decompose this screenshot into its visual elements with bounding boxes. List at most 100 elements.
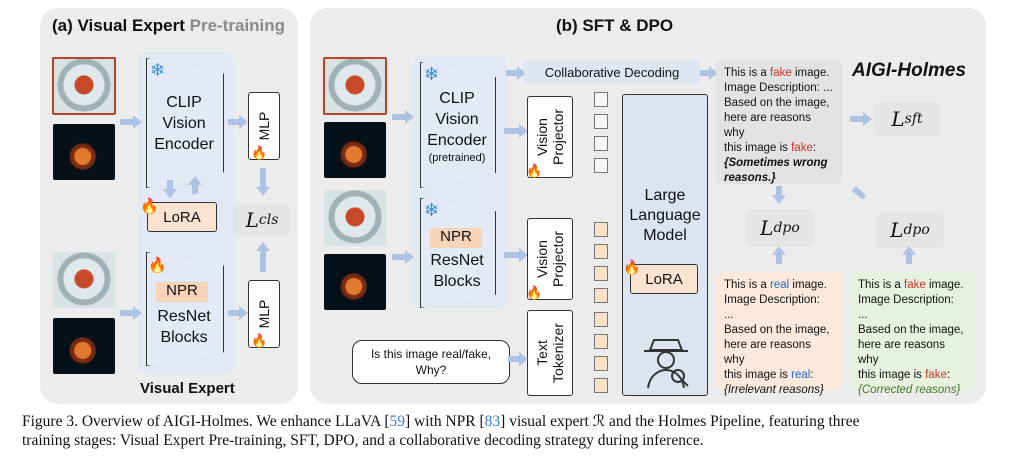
llm-line2: Language <box>629 207 701 224</box>
sft-l5c: : <box>812 142 817 154</box>
fire-icon: 🔥 <box>251 145 268 160</box>
sft-line2: Image Description: ... <box>724 82 833 94</box>
real-l6b: real <box>791 369 811 381</box>
vision-projector-bottom: Vision Projector 🔥 <box>526 218 573 300</box>
sft-l1a: This is a <box>724 67 771 79</box>
clip-b-line1: CLIP <box>439 90 475 107</box>
token-square <box>594 92 608 107</box>
resnet-b-line1: ResNet <box>430 252 484 269</box>
figure-caption: Figure 3. Overview of AIGI-Holmes. We en… <box>22 412 1012 450</box>
token-square <box>594 136 608 151</box>
resnet-b-line2: Blocks <box>433 273 481 290</box>
caption-ref1[interactable]: 59 <box>389 413 406 430</box>
arrow-image-to-npr-b <box>392 254 406 260</box>
arrow-mlp2-to-loss <box>260 250 266 272</box>
arrow-clip-to-projector <box>504 128 520 134</box>
real-response-box: This is a real image. Image Description:… <box>716 272 842 396</box>
loss-dpo-right-main: L <box>890 218 904 242</box>
panel-a-title-suffix: Pre-training <box>189 16 286 35</box>
input-image-fake-a2 <box>53 318 115 374</box>
sft-line3: Based on the image, <box>724 97 830 109</box>
large-language-model <box>622 94 708 396</box>
loss-sft-sub: sft <box>904 111 923 127</box>
real-l6a: this image is <box>724 369 792 381</box>
arrow-mlp-to-loss <box>260 168 266 188</box>
panel-a-title: (a) Visual Expert Pre-training <box>52 16 285 36</box>
resnet-a-line1: ResNet <box>157 308 211 325</box>
fake-line4: Based on the image, <box>858 324 964 336</box>
loss-dpo-left-main: L <box>760 216 774 240</box>
arrow-npr-to-projector <box>504 252 520 258</box>
clip-a-line3: Encoder <box>154 136 214 153</box>
clip-b-line2: Vision <box>435 111 479 128</box>
fake-line1: This is a fake image. <box>858 278 968 293</box>
real-l1a: This is a <box>724 279 771 291</box>
loss-sft-main: L <box>891 107 905 131</box>
detective-icon <box>644 339 689 389</box>
fake-line6: this image is fake: <box>858 368 968 383</box>
loss-cls-sub: cls <box>258 212 279 228</box>
mlp-top-label: MLP <box>256 111 272 141</box>
arrow-clip-to-mlp <box>228 119 240 125</box>
npr-a-label: NPR <box>156 282 208 302</box>
arrow-image-to-clip <box>120 119 134 125</box>
fake-l6c: : <box>946 369 951 381</box>
sft-line1: This is a fake image. <box>724 66 834 81</box>
token-square <box>594 114 608 129</box>
fake-l1a: This is a <box>858 279 905 291</box>
real-line7: {Irrelevant reasons} <box>724 384 824 396</box>
sft-l5b: fake <box>791 142 813 154</box>
projector-top-label: Vision Projector <box>534 108 566 166</box>
clip-vision-encoder-a <box>146 58 224 188</box>
token-square <box>594 288 608 303</box>
real-line2: Image Description: <box>724 294 820 306</box>
arrow-question-to-tokenizer <box>508 356 520 362</box>
sft-l1c: image. <box>791 67 830 79</box>
arrow-collab-to-sft <box>700 70 710 76</box>
real-line4: Based on the image, <box>724 324 830 336</box>
token-square <box>594 158 608 173</box>
panel-a-title-prefix: (a) Visual Expert <box>52 16 190 35</box>
fake-response-box: This is a fake image. Image Description:… <box>850 272 976 396</box>
fake-l6b: fake <box>925 369 947 381</box>
question-input: Is this image real/fake, Why? <box>352 340 510 384</box>
caption-ref2[interactable]: 83 <box>484 413 501 430</box>
arrow-sft-to-dpo <box>776 186 782 196</box>
resnet-b-label: ResNet Blocks <box>420 250 494 292</box>
clip-b-line3: Encoder <box>427 132 487 149</box>
fake-l6a: this image is <box>858 369 926 381</box>
npr-b-label: NPR <box>430 228 482 248</box>
sft-line7: reasons.} <box>724 172 776 184</box>
token-square <box>594 266 608 281</box>
loss-dpo-right-sub: dpo <box>903 222 930 238</box>
real-line5: here are reasons why <box>724 339 811 366</box>
clip-a-line1: CLIP <box>166 94 202 111</box>
tokenizer-label: Text Tokenizer <box>534 323 566 383</box>
loss-cls-main: L <box>245 208 259 232</box>
snowflake-icon: ❄ <box>424 200 440 220</box>
real-l6c: : <box>810 369 814 381</box>
arrow-image-to-npr <box>120 310 134 316</box>
llm-lora: 🔥 LoRA <box>623 259 698 294</box>
arrow-npr-to-mlp <box>228 310 240 316</box>
input-image-fake-b2 <box>324 254 386 310</box>
llm-lora-label: LoRA <box>645 270 683 288</box>
brand-title: AIGI-Holmes <box>852 60 967 81</box>
fire-icon: 🔥 <box>148 257 167 274</box>
text-tokenizer: Text Tokenizer <box>527 310 573 396</box>
arrow-sft-to-loss <box>850 116 864 122</box>
resnet-a-label: ResNet Blocks <box>146 306 222 348</box>
loss-dpo-left-sub: dpo <box>773 220 800 236</box>
llm-label: Large Language Model <box>622 186 708 246</box>
token-square <box>594 244 608 259</box>
real-line1: This is a real image. <box>724 278 834 293</box>
input-image-real-b2 <box>324 190 386 246</box>
real-l1b: real <box>770 279 790 291</box>
fire-icon: 🔥 <box>140 198 159 215</box>
llm-line3: Model <box>643 227 687 244</box>
fire-icon: 🔥 <box>623 259 641 275</box>
arrow-image-to-clip-b <box>392 114 406 120</box>
vision-projector-top: Vision Projector 🔥 <box>526 96 573 178</box>
